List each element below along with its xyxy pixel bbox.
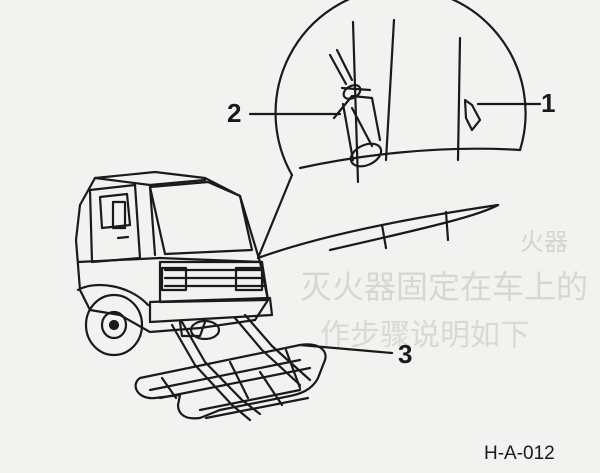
fold-down-frame [134,313,327,422]
belt-line [76,256,264,264]
funnel-line-upper [256,173,294,260]
windshield [148,180,254,256]
headlight-right [234,266,264,292]
cab-roof [93,176,207,187]
wheel-center [108,319,120,331]
panel-line-b [384,18,396,162]
frame-rail-left-outer [180,320,262,416]
callout-label-1: 1 [541,88,556,118]
strut-4 [258,370,284,407]
a-pillar [148,185,157,257]
funnel-edge [328,203,500,252]
figure-code: H-A-012 [484,443,555,464]
crossbar-4 [204,396,310,420]
front-wheel [84,293,144,357]
crossbar-1 [148,358,302,392]
door-panel [88,183,142,264]
truck-cab [74,170,274,357]
strut-1 [160,376,178,400]
crossbar-2 [158,366,312,400]
latch-pin [328,48,383,168]
panel-line-c [456,36,462,162]
cab-outline [74,170,270,334]
panel-line-a [351,20,360,184]
callout-label-2: 2 [227,98,242,128]
bleed-text-2: 灭火器固定在车上的 [300,268,588,306]
frame-rail-right-outer [243,313,312,382]
magnifier-circle [274,0,527,177]
bleed-text-1: 火器 [520,228,568,256]
crossbar-3 [198,388,302,412]
leader-line-3 [298,343,394,355]
front-fender [76,283,150,307]
funnel-line-lower [256,203,500,260]
frame-rail-left-inner [170,323,252,422]
strut-2 [228,360,250,400]
side-mirror [111,200,127,230]
front-panel [158,260,270,304]
wheel-hub [100,310,128,340]
front-bumper [148,296,274,324]
strut-3 [284,348,302,390]
bracket-strap [298,147,522,170]
door-handle [116,235,130,240]
detail-magnifier [256,0,527,260]
headlight-left [160,266,188,292]
tow-hook [189,319,221,341]
clip-tab [463,98,482,132]
bleed-text-3: 作步骤说明如下 [320,318,530,353]
panel-line-d [380,223,388,250]
frame-outer-loop [134,343,327,420]
panel-line-e [444,210,450,242]
callout-label-3: 3 [398,339,413,369]
side-window [98,192,132,230]
